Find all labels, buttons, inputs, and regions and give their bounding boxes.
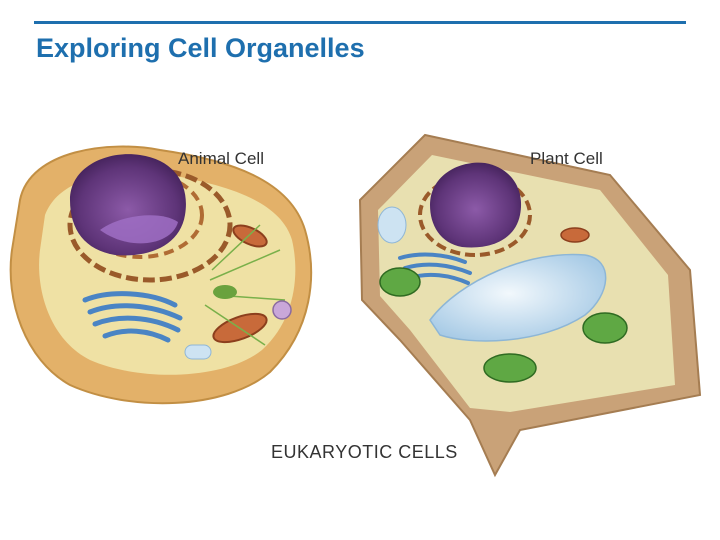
animal-cell-illustration <box>9 145 313 405</box>
plant-cell-label: Plant Cell <box>530 149 603 168</box>
plant-rough-er <box>418 173 532 257</box>
vesicle <box>184 344 212 360</box>
figure-caption: EUKARYOTIC CELLS <box>271 442 458 462</box>
golgi-apparatus <box>82 291 183 343</box>
plant-vesicle <box>377 206 407 244</box>
chloroplast <box>379 267 628 383</box>
plant-mitochondrion <box>560 227 590 243</box>
centrosome <box>213 285 237 299</box>
lysosome <box>272 300 292 320</box>
slide-title: Exploring Cell Organelles <box>36 33 365 63</box>
title-rule <box>34 21 686 24</box>
plant-cell-illustration <box>358 133 702 478</box>
animal-cell-label: Animal Cell <box>178 149 264 168</box>
nucleolus <box>100 215 178 244</box>
plant-nucleus <box>430 162 522 248</box>
rough-er <box>67 167 233 283</box>
central-vacuole <box>429 253 607 342</box>
mitochondrion <box>232 224 268 248</box>
